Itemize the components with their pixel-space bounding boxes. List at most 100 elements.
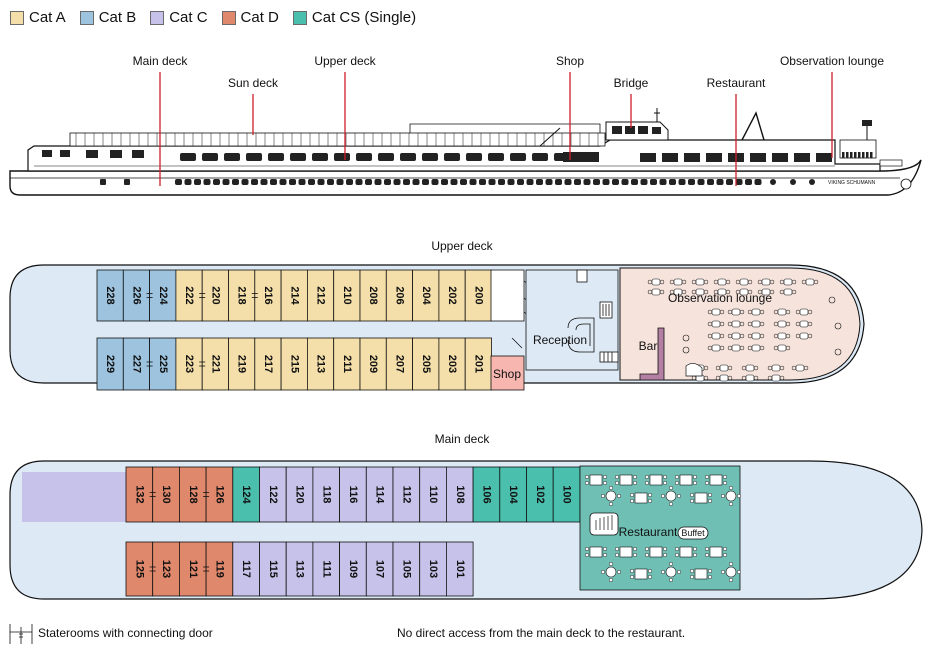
cabin-101[interactable] [445, 541, 474, 597]
cabin-103[interactable] [419, 541, 447, 597]
cabin-117[interactable] [232, 541, 260, 597]
cabin-119[interactable] [205, 541, 234, 597]
cabin-132[interactable] [125, 466, 154, 523]
cabin-214[interactable] [280, 269, 308, 322]
cabin-number: 105 [400, 560, 412, 578]
cabin-number: 112 [400, 486, 412, 504]
cabin-216[interactable] [254, 269, 282, 322]
cabin-number: 221 [209, 355, 221, 373]
ship-profile: VIKING SCHUMANN Main deck Sun deck Upper… [9, 54, 922, 196]
cabin-114[interactable] [365, 466, 394, 523]
cabin-number: 209 [367, 355, 379, 373]
cabin-104[interactable] [499, 466, 527, 523]
cabin-118[interactable] [312, 466, 340, 523]
profile-callouts [159, 72, 833, 186]
legend-label: Cat C [169, 9, 208, 26]
bar-counter [639, 327, 665, 381]
cabin-number: 201 [472, 355, 484, 373]
cabin-number: 125 [133, 560, 145, 578]
cabin-221[interactable] [201, 337, 229, 391]
cabin-219[interactable] [228, 337, 256, 391]
cabin-126[interactable] [205, 466, 234, 523]
cabin-226[interactable] [122, 269, 151, 322]
cabin-105[interactable] [392, 541, 421, 597]
cabin-number: 214 [288, 286, 300, 305]
cabin-102[interactable] [526, 466, 554, 523]
cabin-209[interactable] [359, 337, 387, 391]
main-deck-title: Main deck [435, 432, 491, 446]
main-deck-aft-area [22, 472, 126, 522]
cabin-number: 203 [446, 355, 458, 373]
cabin-number: 219 [236, 355, 248, 373]
cabin-number: 114 [374, 486, 386, 505]
cabin-220[interactable] [201, 269, 229, 322]
cabin-106[interactable] [472, 466, 501, 523]
cabin-number: 109 [347, 560, 359, 578]
cabin-number: 223 [183, 355, 195, 373]
cabin-100[interactable] [552, 466, 581, 523]
cabin-number: 225 [157, 355, 169, 373]
legend-item: Cat A [10, 9, 66, 26]
cabin-218[interactable] [228, 269, 256, 322]
cabin-202[interactable] [438, 269, 466, 322]
cabin-211[interactable] [333, 337, 361, 391]
cabin-203[interactable] [438, 337, 466, 391]
cabin-number: 213 [315, 355, 327, 373]
cabin-number: 204 [420, 286, 432, 305]
cabin-217[interactable] [254, 337, 282, 391]
cabin-213[interactable] [306, 337, 335, 391]
legend-swatch [292, 10, 307, 25]
cabin-number: 212 [315, 286, 327, 304]
cabin-121[interactable] [178, 541, 207, 597]
label-bridge: Bridge [614, 76, 649, 90]
cabin-number: 218 [236, 286, 248, 304]
cabin-130[interactable] [152, 466, 180, 523]
buffet-label: Buffet [681, 528, 705, 538]
cabin-number: 120 [294, 485, 306, 503]
cabin-224[interactable] [149, 269, 177, 322]
cabin-122[interactable] [259, 466, 287, 523]
cabin-number: 107 [374, 560, 386, 578]
cabin-number: 101 [454, 560, 466, 578]
cabin-205[interactable] [412, 337, 440, 391]
bar-label: Bar [639, 339, 658, 353]
cabin-number: 108 [454, 485, 466, 503]
cabin-212[interactable] [306, 269, 335, 322]
cabin-number: 103 [427, 560, 439, 578]
cabin-201[interactable] [464, 337, 492, 391]
cabin-208[interactable] [359, 269, 387, 322]
cabin-110[interactable] [419, 466, 447, 523]
cabin-number: 123 [160, 560, 172, 578]
cabin-123[interactable] [152, 541, 180, 597]
cabin-number: 102 [534, 485, 546, 503]
cabin-number: 117 [240, 560, 252, 578]
legend-item: Cat B [79, 9, 136, 26]
legend-item: Cat CS (Single) [292, 9, 417, 26]
cabin-113[interactable] [285, 541, 314, 597]
label-shop: Shop [556, 54, 584, 68]
cabin-number: 113 [294, 560, 306, 578]
cabin-124[interactable] [232, 466, 260, 523]
label-restaurant: Restaurant [707, 76, 766, 90]
label-observation-lounge: Observation lounge [780, 54, 884, 68]
cabin-107[interactable] [365, 541, 394, 597]
cabin-number: 100 [561, 485, 573, 503]
cabin-number: 106 [481, 485, 493, 503]
cabin-116[interactable] [339, 466, 367, 523]
legend-swatch [79, 10, 94, 25]
connecting-door-note: Staterooms with connecting door [38, 626, 213, 640]
upper-shop-room [490, 355, 525, 391]
cabin-number: 222 [183, 286, 195, 304]
cabin-number: 229 [104, 355, 116, 373]
legend-swatch [221, 10, 236, 25]
legend-label: Cat A [29, 9, 66, 26]
legend-label: Cat CS (Single) [311, 9, 417, 26]
cabin-204[interactable] [412, 269, 440, 322]
cabin-120[interactable] [285, 466, 314, 523]
cabin-115[interactable] [259, 541, 287, 597]
cabin-228[interactable] [96, 269, 124, 322]
cabin-222[interactable] [175, 269, 203, 322]
label-upper-deck: Upper deck [314, 54, 376, 68]
cabin-200[interactable] [464, 269, 492, 322]
cabin-number: 122 [267, 485, 279, 503]
